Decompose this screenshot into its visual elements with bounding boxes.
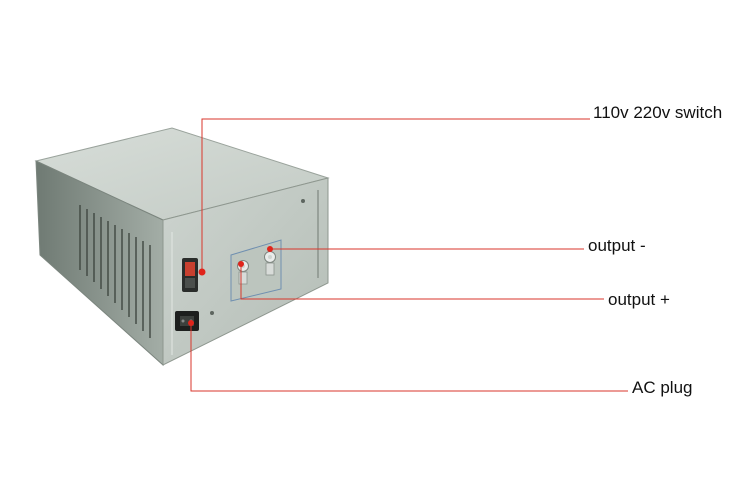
vent-grille-icon	[79, 205, 151, 338]
callout-output-minus-label: output -	[588, 236, 646, 255]
leader-ac-plug	[190, 323, 628, 392]
iec-socket-icon	[175, 311, 199, 331]
leader-output-plus	[240, 264, 604, 300]
binding-post-icon	[264, 251, 276, 276]
callout-switch-label: 110v 220v switch	[593, 103, 723, 122]
callout-ac-plug-label: AC plug	[632, 378, 693, 397]
leader-lines	[190, 118, 628, 392]
leader-dots	[188, 246, 273, 326]
leader-switch	[201, 118, 590, 272]
rocker-switch-icon	[182, 258, 198, 292]
callout-output-plus-label: output +	[608, 290, 670, 309]
